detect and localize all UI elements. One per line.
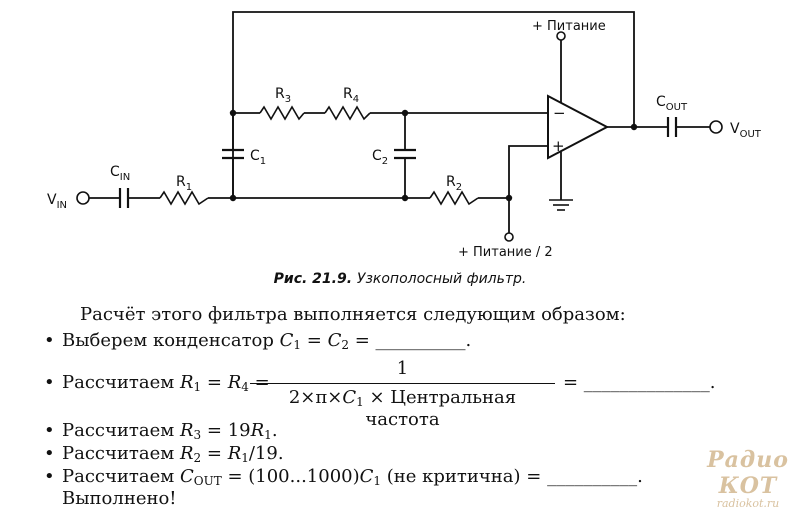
step-calc-r3: •Рассчитаем R3 = 19R1. — [44, 420, 278, 442]
op-amp-minus-label: − — [553, 104, 566, 122]
resistor-r1 — [159, 190, 209, 206]
bullet-icon: • — [44, 443, 55, 464]
watermark-url: radiokot.ru — [716, 497, 780, 510]
supply-top-terminal — [556, 31, 566, 41]
step-calc-cout: •Рассчитаем COUT = (100...1000)C1 (не кр… — [44, 466, 643, 488]
cout-label: COUT — [656, 94, 688, 113]
done-text: Выполнено! — [62, 488, 177, 509]
figure-caption-text: Узкополосный фильтр. — [356, 271, 527, 287]
resistor-r4 — [324, 105, 371, 121]
vin-terminal — [76, 191, 90, 205]
intro-text: Расчёт этого фильтра выполняется следующ… — [80, 304, 626, 325]
vout-terminal — [709, 120, 723, 134]
capacitor-cout — [666, 117, 678, 137]
capacitor-c2 — [394, 148, 416, 160]
step-calc-r1-r4-result: = ______________. — [563, 372, 716, 393]
formula-numerator: 1 — [396, 358, 409, 379]
site-watermark: Радио КОТ radiokot.ru — [700, 447, 796, 510]
bullet-icon: • — [44, 330, 55, 351]
cin-label: CIN — [110, 164, 130, 183]
bandpass-filter-schematic: − + + Питание + Питание / 2 VIN VOUT CIN… — [47, 11, 762, 260]
r2-label: R2 — [446, 174, 462, 193]
formula-denominator: 2×π×C1 × Центральная частота — [288, 387, 517, 430]
junction-dots — [229, 109, 638, 202]
supply-top-label: + Питание — [532, 19, 606, 34]
ground-icon — [549, 199, 573, 211]
fraction-bar — [250, 383, 555, 384]
figure-caption-label: Рис. 21.9. — [273, 271, 353, 287]
capacitor-cin — [118, 188, 130, 208]
r1-label: R1 — [176, 174, 192, 193]
resistor-r3 — [259, 105, 305, 121]
step-calc-r2: •Рассчитаем R2 = R1/19. — [44, 443, 284, 465]
bullet-icon: • — [44, 372, 55, 393]
c2-label: C2 — [372, 148, 388, 167]
step-choose-capacitor: •Выберем конденсатор C1 = C2 = _________… — [44, 330, 472, 352]
r3-label: R3 — [275, 86, 291, 105]
supply-half-terminal — [504, 232, 514, 242]
feedback-wire — [232, 11, 635, 198]
figure-caption: Рис. 21.9. Узкополосный фильтр. — [0, 271, 800, 287]
op-amp-plus-label: + — [552, 137, 565, 155]
op-amp — [547, 94, 610, 160]
bullet-icon: • — [44, 466, 55, 487]
bullet-icon: • — [44, 420, 55, 441]
vout-label: VOUT — [730, 121, 762, 140]
step-calc-r1-r4: •Рассчитаем R1 = R4 = — [44, 372, 270, 394]
capacitor-c1 — [222, 148, 244, 160]
watermark-title: Радио КОТ — [707, 447, 789, 499]
schematic-wires — [89, 11, 710, 233]
resistor-r2 — [429, 190, 479, 206]
formula-fraction: 1 2×π×C1 × Центральная частота — [250, 357, 555, 431]
c1-label: C1 — [250, 148, 266, 167]
vin-label: VIN — [47, 192, 67, 211]
supply-half-label: + Питание / 2 — [458, 245, 553, 260]
r4-label: R4 — [343, 86, 359, 105]
